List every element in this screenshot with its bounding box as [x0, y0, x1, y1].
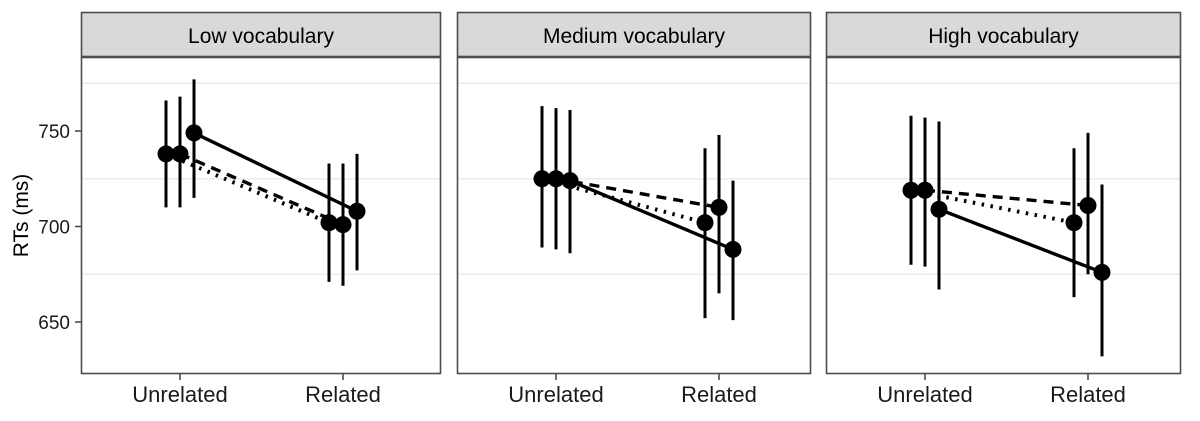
data-point [930, 200, 948, 218]
y-tick-label-750: 750 [38, 122, 70, 143]
panel-border [456, 56, 812, 375]
data-point [902, 181, 920, 199]
strip-background [456, 11, 812, 58]
x-tick-label-related: Related [1050, 382, 1126, 407]
y-axis: 750 700 650 RTs (ms) [10, 122, 81, 334]
strip-label-1: Low vocabulary [188, 25, 334, 48]
x-tick-label-unrelated: Unrelated [508, 382, 603, 407]
data-point [348, 202, 366, 220]
panel-background [826, 57, 1181, 374]
y-axis-title: RTs (ms) [10, 174, 33, 258]
data-point [710, 198, 728, 216]
series-line-dashed [924, 188, 1089, 208]
data-point [334, 216, 352, 234]
data-point [696, 214, 714, 232]
x-tick-label-unrelated: Unrelated [877, 382, 972, 407]
strip-label-3: High vocabulary [928, 25, 1079, 48]
panel-background [457, 57, 811, 374]
data-point [561, 172, 579, 190]
x-tick-label-unrelated: Unrelated [132, 382, 227, 407]
data-point [916, 181, 934, 199]
data-point [533, 170, 551, 188]
data-point [171, 145, 189, 163]
series-line-dashed [555, 177, 720, 210]
panel-border [80, 56, 442, 375]
data-point [157, 145, 175, 163]
data-point [1093, 263, 1111, 281]
strip-background [80, 11, 442, 58]
data-point [547, 170, 565, 188]
strip-label-2: Medium vocabulary [543, 25, 726, 48]
data-point [1079, 196, 1097, 214]
data-point [1065, 214, 1083, 232]
y-tick-label-650: 650 [38, 313, 70, 334]
x-tick-label-related: Related [681, 382, 757, 407]
data-point [320, 214, 338, 232]
data-point [185, 124, 203, 142]
data-point [724, 240, 742, 258]
panel-border [825, 56, 1182, 375]
x-tick-label-related: Related [305, 382, 381, 407]
series-line-dashed [179, 152, 344, 227]
strip-background [825, 11, 1182, 58]
panel-background [81, 57, 441, 374]
y-tick-label-700: 700 [38, 218, 70, 239]
